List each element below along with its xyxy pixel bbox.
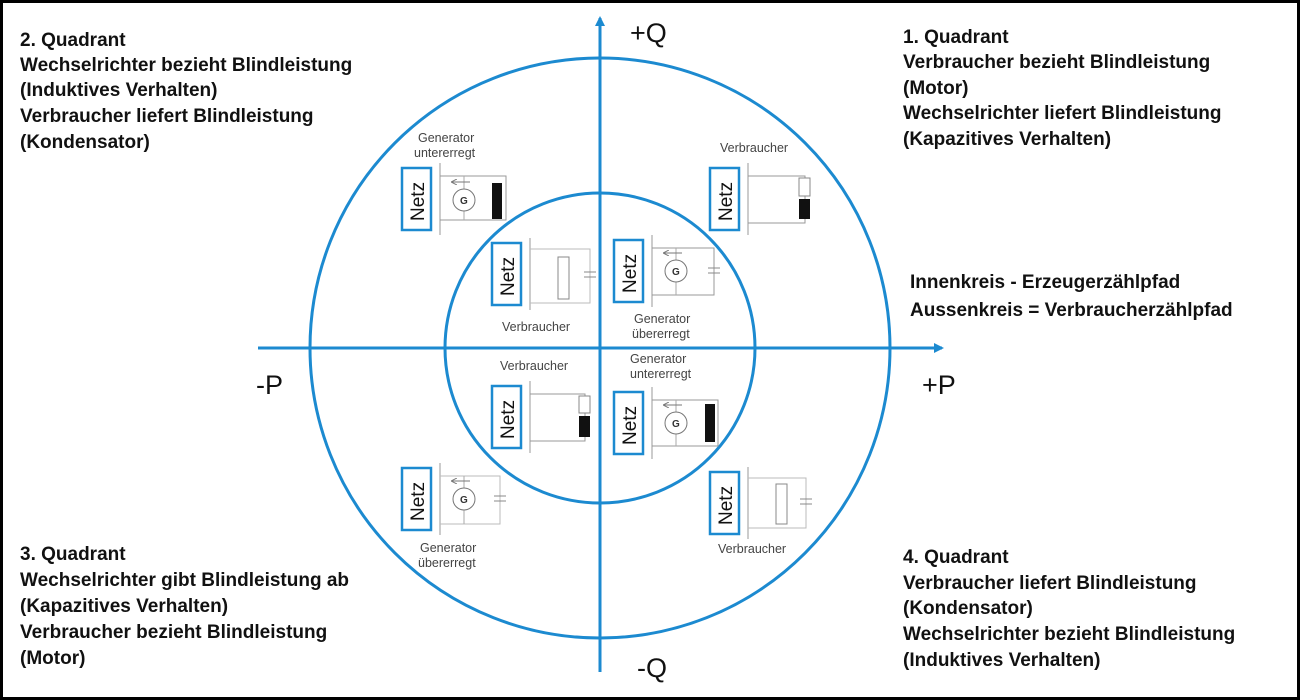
legend-inner: Innenkreis - Erzeugerzählpfad: [910, 272, 1180, 293]
circuit-inner-q3: Netz: [490, 381, 591, 453]
circuit-inner-q4: Netz G: [612, 387, 719, 459]
q2-title: 2. Quadrant: [20, 30, 126, 51]
netz-box: [490, 384, 523, 450]
legend-outer: Aussenkreis = Verbraucherzählpfad: [910, 300, 1233, 321]
netz-box: [400, 466, 433, 532]
q4-line2: (Kondensator): [903, 598, 1033, 619]
q3-line3: Verbraucher bezieht Blindleistung: [20, 622, 327, 643]
q1-line2: (Motor): [903, 78, 968, 99]
quadrant-4-text: 4. Quadrant Verbraucher liefert Blindlei…: [903, 547, 1235, 671]
netz-box: [708, 166, 741, 232]
axis-label-p-neg: -P: [256, 370, 283, 400]
label-inner-q1-2: übererregt: [632, 327, 690, 341]
circuit-outer-q3: Netz G: [400, 463, 506, 535]
quadrant-2-text: 2. Quadrant Wechselrichter bezieht Blind…: [20, 30, 352, 153]
resistor-symbol: [578, 395, 591, 414]
generator-g: G: [672, 419, 680, 430]
q3-line4: (Motor): [20, 648, 85, 669]
inductor-symbol: [492, 183, 502, 219]
netz-box: [612, 238, 645, 304]
q1-line3: Wechselrichter liefert Blindleistung: [903, 103, 1222, 124]
quadrant-3-text: 3. Quadrant Wechselrichter gibt Blindlei…: [20, 544, 349, 669]
inductor-symbol: [799, 199, 810, 219]
q3-line2: (Kapazitives Verhalten): [20, 596, 228, 617]
netz-box: [400, 166, 433, 232]
label-inner-q4-1: Generator: [630, 352, 686, 366]
axis-label-p-pos: +P: [922, 370, 956, 400]
circle-legend: Innenkreis - Erzeugerzählpfad Aussenkrei…: [910, 272, 1233, 321]
generator-g: G: [460, 196, 468, 207]
label-outer-q3-2: übererregt: [418, 556, 476, 570]
q2-line4: (Kondensator): [20, 132, 150, 153]
q1-line4: (Kapazitives Verhalten): [903, 129, 1111, 150]
generator-symbol: [664, 259, 688, 283]
q1-line1: Verbraucher bezieht Blindleistung: [903, 52, 1210, 73]
netz-box: [612, 390, 645, 456]
generator-symbol: [664, 411, 688, 435]
q3-title: 3. Quadrant: [20, 544, 126, 565]
generator-symbol: [452, 188, 476, 212]
label-inner-q3: Verbraucher: [500, 359, 568, 373]
label-inner-q4-2: untererregt: [630, 367, 692, 381]
generator-g: G: [672, 267, 680, 278]
circuit-outer-q4: Netz: [708, 467, 812, 539]
netz-label: Netz: [716, 182, 737, 221]
netz-label: Netz: [498, 400, 519, 439]
quadrant-1-text: 1. Quadrant Verbraucher bezieht Blindlei…: [903, 27, 1222, 150]
label-outer-q2-2: untererregt: [414, 146, 476, 160]
q4-line1: Verbraucher liefert Blindleistung: [903, 573, 1197, 594]
q2-line2: (Induktives Verhalten): [20, 80, 217, 101]
resistor-symbol: [557, 256, 570, 300]
netz-label: Netz: [716, 486, 737, 525]
label-inner-q2: Verbraucher: [502, 320, 570, 334]
label-outer-q4: Verbraucher: [718, 542, 786, 556]
label-outer-q3-1: Generator: [420, 541, 476, 555]
netz-label: Netz: [408, 482, 429, 521]
circuit-inner-q2: Netz: [490, 238, 596, 310]
resistor-symbol: [798, 177, 811, 197]
inductor-symbol: [579, 416, 590, 437]
resistor-symbol: [775, 483, 788, 525]
circuit-outer-q1: Netz: [708, 163, 811, 235]
netz-box: [708, 470, 741, 536]
q2-line3: Verbraucher liefert Blindleistung: [20, 106, 314, 127]
netz-label: Netz: [620, 254, 641, 293]
label-outer-q1: Verbraucher: [720, 141, 788, 155]
generator-symbol: [452, 487, 476, 511]
axis-label-q-pos: +Q: [630, 18, 667, 48]
q4-line3: Wechselrichter bezieht Blindleistung: [903, 624, 1235, 645]
circuit-outer-q2: Netz G: [400, 163, 507, 235]
generator-g: G: [460, 495, 468, 506]
q3-line1: Wechselrichter gibt Blindleistung ab: [20, 570, 349, 591]
netz-box: [490, 241, 523, 307]
axis-label-q-neg: -Q: [637, 653, 667, 683]
q4-line4: (Induktives Verhalten): [903, 650, 1100, 671]
netz-label: Netz: [620, 406, 641, 445]
inductor-symbol: [705, 404, 715, 442]
q1-title: 1. Quadrant: [903, 27, 1009, 48]
label-outer-q2-1: Generator: [418, 131, 474, 145]
q4-title: 4. Quadrant: [903, 547, 1009, 568]
label-inner-q1-1: Generator: [634, 312, 690, 326]
netz-label: Netz: [498, 257, 519, 296]
q2-line1: Wechselrichter bezieht Blindleistung: [20, 55, 352, 76]
netz-label: Netz: [408, 182, 429, 221]
circuit-inner-q1: Netz G: [612, 235, 720, 307]
